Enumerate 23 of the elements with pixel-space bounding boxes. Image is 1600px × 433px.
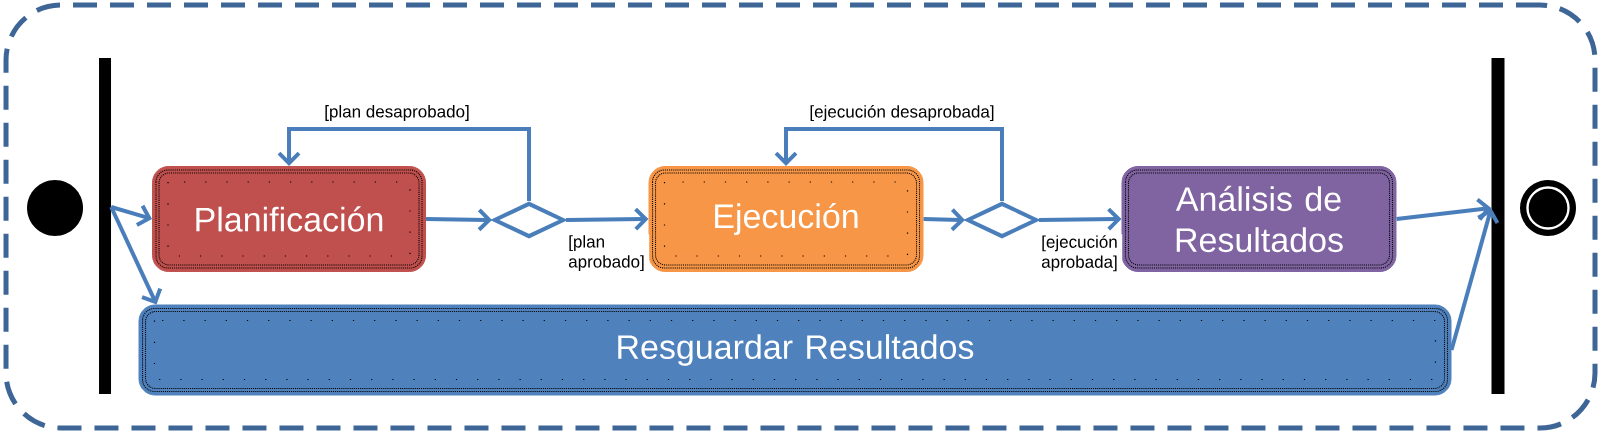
arrow: [923, 208, 965, 232]
start-dot: [27, 180, 83, 236]
edge-label: [ejecución aprobada]: [1040, 234, 1123, 273]
arrow: [110, 204, 153, 227]
arrow: [1396, 197, 1492, 221]
activity-box: Ejecución: [648, 166, 924, 272]
arrow: [566, 207, 649, 231]
arrow: [1449, 208, 1500, 351]
arrow: [277, 127, 531, 201]
arrow: [426, 208, 492, 232]
join-bar: [1491, 58, 1505, 394]
end-bullseye: [1520, 180, 1576, 236]
activity-box: Resguardar Resultados: [138, 304, 1452, 396]
edge-label: [plan aprobado]: [567, 234, 650, 273]
arrow: [774, 127, 1004, 201]
edge-label: [ejecución desaprobada]: [808, 104, 996, 122]
dashed-frame: [3, 2, 1598, 431]
fork-bar: [99, 58, 111, 394]
arrow: [109, 206, 163, 305]
edge-label: [plan desaprobado]: [323, 104, 471, 122]
activity-box: Análisis de Resultados: [1121, 166, 1397, 272]
arrow: [1039, 207, 1122, 231]
activity-box: Planificación: [152, 166, 426, 272]
